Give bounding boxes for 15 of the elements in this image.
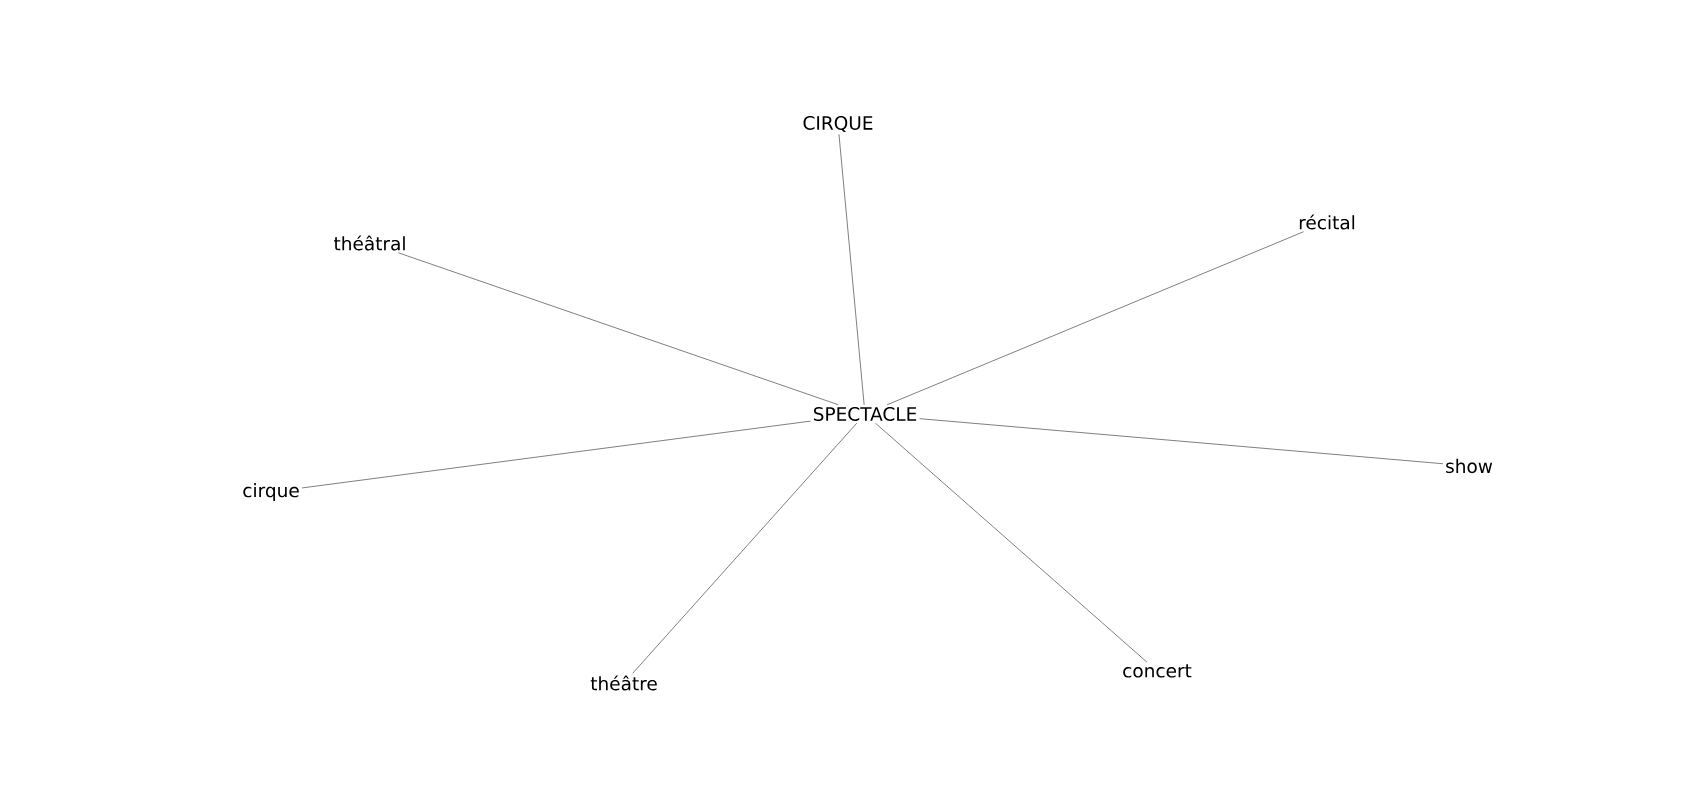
word-label: théâtre bbox=[590, 675, 657, 691]
connector-line bbox=[838, 133, 865, 406]
word-label: CIRQUE bbox=[803, 115, 873, 133]
word-label: show bbox=[1446, 458, 1493, 474]
word-label: concert bbox=[1123, 664, 1192, 678]
connector-line bbox=[919, 418, 1444, 465]
connector-line bbox=[886, 231, 1305, 406]
word-label: récital bbox=[1299, 214, 1355, 230]
connector-line bbox=[301, 420, 811, 489]
word-label: cirque bbox=[243, 483, 299, 501]
central-word: SPECTACLE bbox=[813, 407, 917, 421]
word-label: théâtral bbox=[334, 235, 405, 251]
connector-line bbox=[874, 422, 1148, 663]
connector-line bbox=[397, 252, 839, 406]
connector-line bbox=[632, 422, 858, 674]
